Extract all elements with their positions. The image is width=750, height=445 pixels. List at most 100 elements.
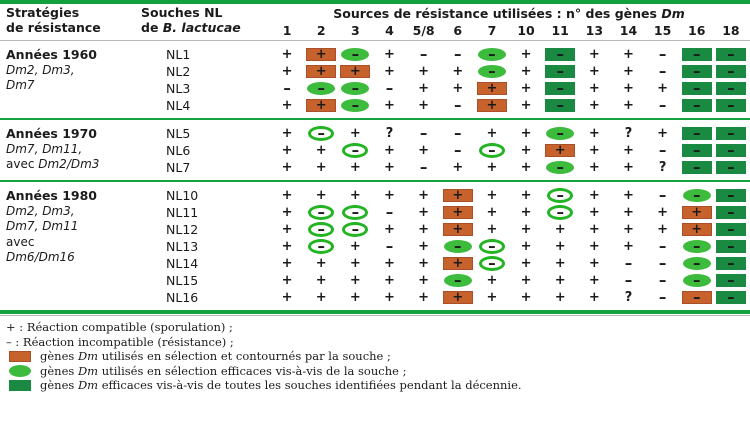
reaction-cell: + [270, 97, 304, 114]
green-filled-ellipse-marker [682, 240, 711, 253]
reaction-cell: – [714, 46, 748, 63]
green-outline-ellipse-marker [478, 256, 505, 271]
reaction-symbol: – [317, 220, 325, 238]
reaction-cell: – [611, 272, 645, 289]
reaction-symbol: + [418, 143, 430, 158]
reaction-symbol: + [281, 205, 293, 220]
legend-text-prefix: gènes [40, 378, 78, 392]
strain-label: NL13 [166, 239, 199, 254]
green-outline-ellipse-marker [308, 126, 335, 141]
reaction-cell: + [270, 221, 304, 238]
reaction-symbol: + [452, 81, 464, 96]
reaction-symbol: – [727, 124, 735, 142]
reaction-symbol: + [281, 222, 293, 237]
reaction-symbol: – [727, 237, 735, 255]
header-strains-line2: de B. lactucae [141, 20, 241, 36]
reaction-symbol: + [349, 273, 361, 288]
green-rect-marker [715, 48, 746, 61]
table-row: NL1++–+–––+–++––– [0, 46, 750, 63]
header-sources-title: Sources de résistance utilisées : n° des… [272, 6, 746, 21]
reaction-symbol: – [454, 45, 462, 63]
reaction-cell: + [611, 187, 645, 204]
reaction-cell: – [543, 46, 577, 63]
strain-label: NL10 [166, 188, 199, 203]
reaction-symbol: – [351, 141, 360, 159]
green-rect-marker [715, 206, 746, 219]
reaction-cell: – [680, 63, 714, 80]
reaction-cell: – [646, 272, 680, 289]
reaction-cell: – [714, 97, 748, 114]
reaction-symbol: – [658, 288, 667, 306]
reaction-cell: + [509, 255, 543, 272]
orange-rect-marker [476, 99, 507, 112]
green-outline-ellipse-marker [308, 205, 335, 220]
header-divider [0, 40, 750, 41]
legend-gene-symbol: Dm [77, 363, 99, 378]
reaction-symbol: – [556, 79, 564, 97]
reaction-cell: – [680, 187, 714, 204]
reaction-symbol: + [418, 188, 430, 203]
reaction-cell: + [407, 238, 441, 255]
green-rect-marker [545, 82, 576, 95]
reaction-cell: + [270, 272, 304, 289]
reaction-cell: + [441, 159, 475, 176]
strategy-title: Années 1980 [6, 188, 98, 203]
reaction-cell: – [646, 289, 680, 306]
reaction-cell: + [509, 221, 543, 238]
orange-rect-marker [442, 291, 473, 304]
reaction-cell: + [475, 187, 509, 204]
orange-rect-marker [442, 189, 473, 202]
orange-rect-marker [681, 291, 712, 304]
green-rect-marker [715, 274, 746, 287]
strategy-gene-line: avec [6, 234, 35, 249]
reaction-symbol: – [317, 237, 325, 255]
column-header-3: 3 [351, 23, 360, 38]
reaction-cell: + [372, 142, 406, 159]
reaction-cell: – [441, 142, 475, 159]
reaction-symbol: + [418, 273, 430, 288]
reaction-cell: + [407, 255, 441, 272]
reaction-symbol: + [588, 81, 600, 96]
reaction-symbol: – [727, 158, 735, 176]
strategy-gene-line: Dm7, Dm11, [6, 141, 83, 156]
reaction-cell: + [509, 80, 543, 97]
legend-gene-symbol: Dm [77, 349, 99, 363]
reaction-symbol: + [281, 290, 293, 305]
reaction-symbol: + [384, 188, 395, 203]
reaction-cell: + [577, 204, 611, 221]
legend-swatch-wrap [6, 350, 40, 362]
reaction-cell: – [714, 289, 748, 306]
reaction-cell: + [577, 125, 611, 142]
reaction-symbol: – [556, 96, 564, 114]
reaction-cell: + [304, 255, 338, 272]
reaction-symbol: + [588, 160, 600, 175]
orange-rect-swatch [9, 350, 31, 362]
reaction-symbol: + [418, 98, 430, 113]
reaction-cell: – [680, 238, 714, 255]
reaction-cell: + [270, 125, 304, 142]
reaction-cell: + [611, 142, 645, 159]
strategy-gene-names: Dm2/Dm3 [38, 157, 100, 171]
reaction-cell: + [338, 159, 372, 176]
reaction-cell: – [338, 221, 372, 238]
reaction-symbol: + [623, 205, 634, 220]
reaction-cell: + [304, 272, 338, 289]
strain-label: NL11 [166, 205, 199, 220]
reaction-cell: + [407, 142, 441, 159]
column-header-6: 6 [453, 23, 463, 38]
reaction-symbol: + [418, 239, 430, 254]
reaction-symbol: – [556, 203, 564, 221]
reaction-symbol: – [317, 79, 325, 97]
reaction-symbol: + [452, 222, 464, 237]
reaction-symbol: + [623, 239, 634, 254]
reaction-cell: + [611, 80, 645, 97]
reaction-cell: – [714, 187, 748, 204]
strain-rows: NL10++++++++–++–––NL11+–––++++–++++–NL12… [0, 187, 750, 306]
strategy-gene-line: avec Dm2/Dm3 [6, 157, 146, 173]
reaction-cell: + [304, 159, 338, 176]
reaction-symbol: + [349, 64, 361, 79]
reaction-cell: + [338, 238, 372, 255]
reaction-symbol: – [556, 62, 564, 80]
reaction-symbol: – [351, 45, 360, 63]
